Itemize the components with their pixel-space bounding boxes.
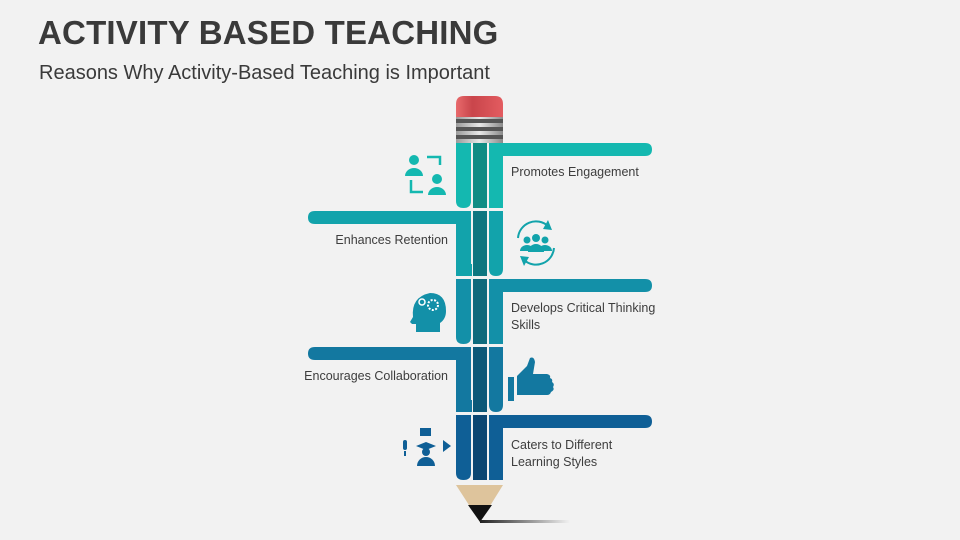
pencil-tip	[456, 485, 570, 523]
item-label-learning-styles: Caters to Different Learning Styles	[511, 438, 613, 469]
segment-arm	[489, 415, 652, 480]
slide-title: ACTIVITY BASED TEACHING	[38, 14, 499, 51]
segment-core	[473, 143, 487, 208]
pencil-segment	[308, 211, 503, 276]
segment-arm	[489, 143, 652, 208]
pencil-segment	[308, 347, 503, 412]
item-label-enhances-retention: Enhances Retention	[335, 233, 448, 247]
item-label-critical-thinking: Develops Critical Thinking Skills	[511, 301, 656, 332]
learner-media-icon	[403, 428, 451, 466]
item-label-promotes-engagement: Promotes Engagement	[511, 165, 639, 179]
segment-left-strip	[456, 279, 471, 344]
segment-core	[473, 415, 487, 480]
slide-subtitle: Reasons Why Activity-Based Teaching is I…	[39, 62, 490, 84]
segment-arm	[308, 211, 472, 276]
group-cycle-icon	[517, 220, 555, 266]
thumbs-up-icon	[508, 357, 554, 401]
segment-right-strip	[489, 347, 503, 412]
segment-arm	[308, 347, 472, 412]
head-gears-icon	[410, 293, 446, 332]
segment-left-strip	[456, 415, 471, 480]
pencil-segment	[456, 279, 652, 344]
segment-core	[473, 211, 487, 276]
pencil-segment	[456, 415, 652, 480]
segment-arm	[489, 279, 652, 344]
segment-core	[473, 347, 487, 412]
segment-right-strip	[489, 211, 503, 276]
pencil-segment	[456, 143, 652, 208]
people-exchange-icon	[405, 155, 446, 195]
pencil-eraser	[456, 96, 503, 143]
item-label-collaboration: Encourages Collaboration	[304, 369, 448, 383]
segment-core	[473, 279, 487, 344]
segment-left-strip	[456, 143, 471, 208]
